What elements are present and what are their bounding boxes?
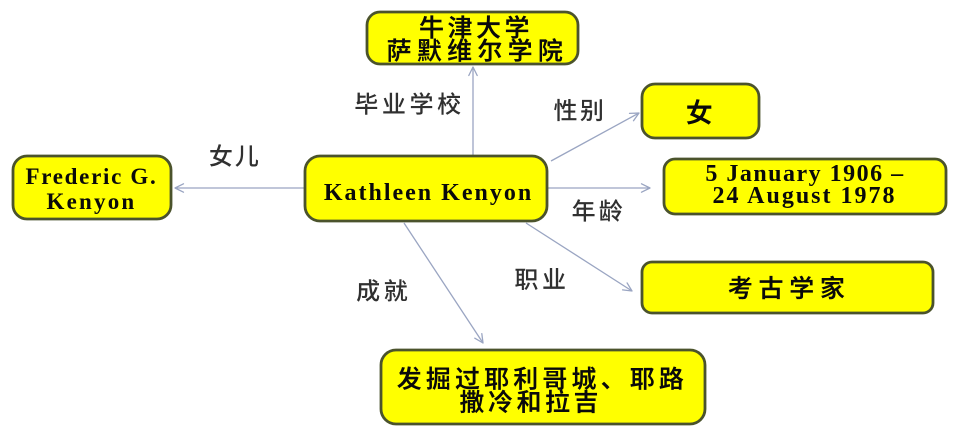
svg-text:Kenyon: Kenyon — [47, 189, 137, 214]
svg-text:24 August 1978: 24 August 1978 — [712, 183, 896, 209]
svg-text:5 January 1906 –: 5 January 1906 – — [705, 161, 904, 187]
svg-text:Frederic G.: Frederic G. — [26, 164, 158, 189]
svg-text:Kathleen Kenyon: Kathleen Kenyon — [324, 180, 533, 206]
